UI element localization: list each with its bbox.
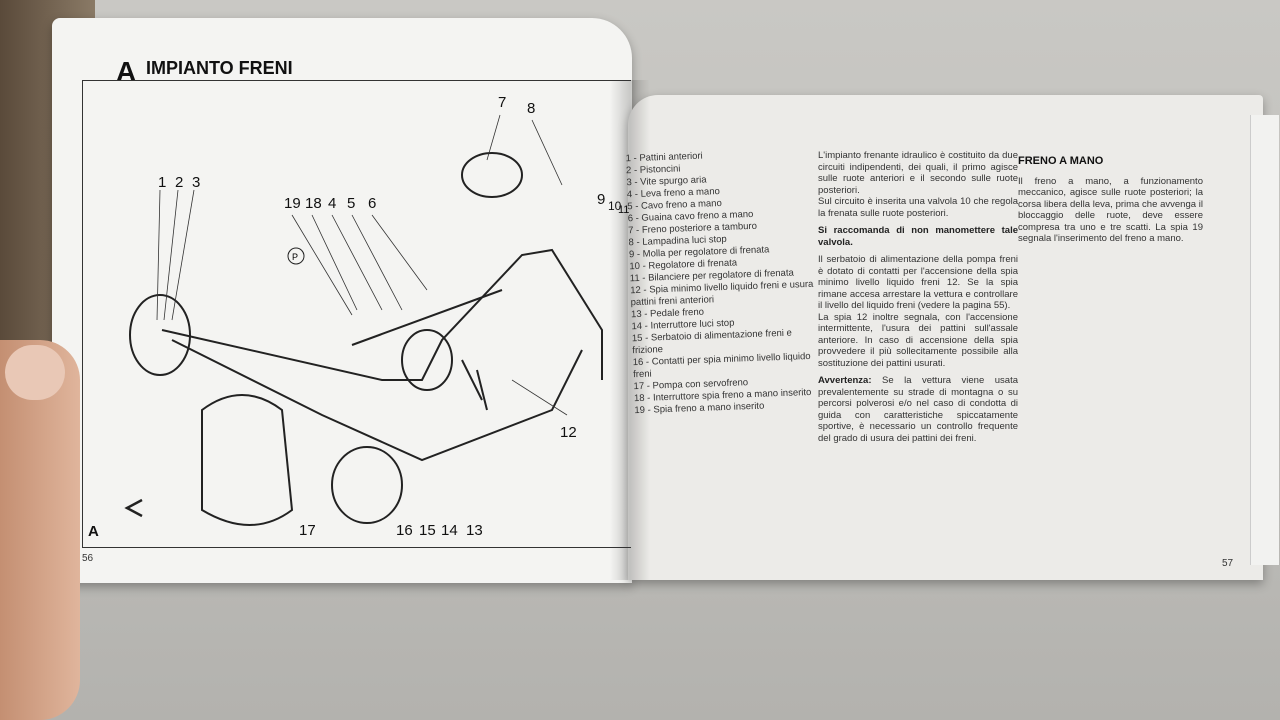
callout-4: 4 xyxy=(328,195,337,212)
thumbnail xyxy=(5,345,65,400)
callout-6: 6 xyxy=(368,195,377,212)
paragraph: Il serbatoio di alimentazione della pomp… xyxy=(818,254,1018,311)
brake-system-diagram: P xyxy=(124,114,603,526)
brake-line xyxy=(171,339,583,462)
callout-2: 2 xyxy=(175,174,184,191)
callout-14: 14 xyxy=(441,522,458,539)
page-number-right: 57 xyxy=(1222,558,1234,569)
rear-drum xyxy=(461,152,523,198)
pedals xyxy=(461,359,488,411)
callout-19: 19 xyxy=(284,195,301,212)
servo xyxy=(401,329,453,391)
callout-11: 11 xyxy=(618,204,630,216)
warning-light-symbol: P xyxy=(292,252,298,262)
handbrake-cable xyxy=(351,289,503,346)
legend-list: 1 - Pattini anteriori 2 - Pistoncini 3 -… xyxy=(625,147,819,417)
bold-notice: Si raccomanda di non manomettere tale va… xyxy=(818,225,1018,248)
figure-frame xyxy=(82,80,631,548)
right-column: FRENO A MANO Il freno a mano, a funziona… xyxy=(1018,155,1203,251)
callout-13: 13 xyxy=(466,522,483,539)
section-letter: A xyxy=(116,56,137,87)
front-left-disc xyxy=(129,294,191,376)
front-right-disc xyxy=(331,446,403,524)
callout-10: 10 xyxy=(608,199,622,213)
warning-text: Se la vettura viene usata prevalentement… xyxy=(818,375,1018,444)
front-arrow-icon xyxy=(124,498,143,518)
section-title: FRENO A MANO xyxy=(1018,155,1104,167)
page-edges xyxy=(1250,115,1279,565)
page-title: IMPIANTO FRENI xyxy=(146,58,293,78)
warning-label: Avvertenza: xyxy=(818,375,872,386)
paragraph: L'impianto frenante idraulico è costitui… xyxy=(818,150,1018,196)
figure-letter: A xyxy=(88,523,99,540)
callout-16: 16 xyxy=(396,522,413,539)
callout-15: 15 xyxy=(419,522,436,539)
book-gutter xyxy=(610,80,650,580)
brake-line xyxy=(161,248,603,381)
hand-thumb xyxy=(0,340,80,720)
callout-1: 1 xyxy=(158,174,167,191)
callout-17: 17 xyxy=(299,522,316,539)
middle-column: L'impianto frenante idraulico è costitui… xyxy=(818,150,1018,450)
warning-paragraph: Avvertenza: Se la vettura viene usata pr… xyxy=(818,375,1018,444)
right-page xyxy=(628,95,1263,580)
callout-8: 8 xyxy=(527,100,536,117)
callout-5: 5 xyxy=(347,195,356,212)
engine xyxy=(201,394,294,526)
left-page xyxy=(52,18,632,583)
callout-9: 9 xyxy=(597,191,606,208)
paragraph: Il freno a mano, a funzionamento meccani… xyxy=(1018,175,1203,245)
paragraph: La spia 12 inoltre segnala, con l'accens… xyxy=(818,311,1018,369)
paragraph: Sul circuito è inserita una valvola 10 c… xyxy=(818,196,1018,219)
warning-light-icon xyxy=(287,247,305,265)
callout-3: 3 xyxy=(192,174,201,191)
callout-12: 12 xyxy=(560,424,577,441)
callout-7: 7 xyxy=(498,94,507,111)
page-number-left: 56 xyxy=(82,553,94,564)
callout-18: 18 xyxy=(305,195,322,212)
